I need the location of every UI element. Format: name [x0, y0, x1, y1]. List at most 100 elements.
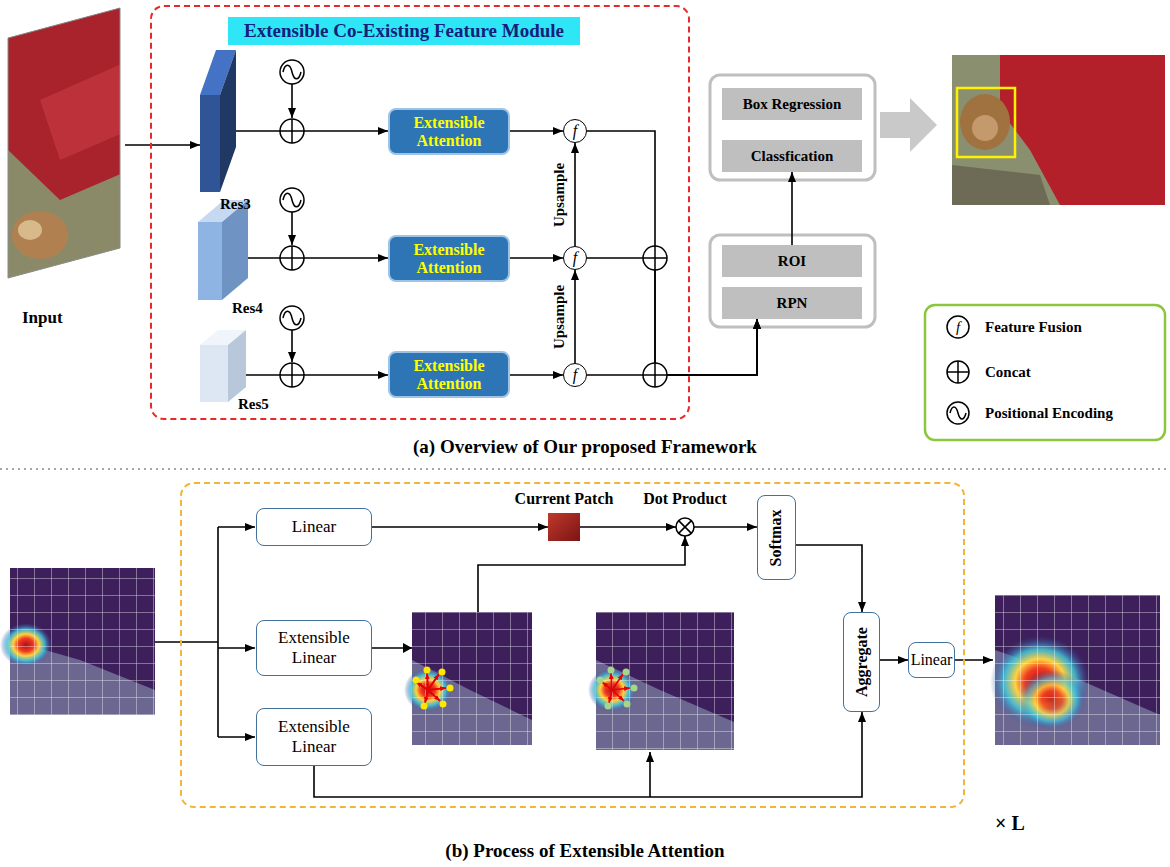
attention-box: Extensible Attention — [388, 235, 510, 282]
encoding-circle — [280, 306, 304, 330]
legend-fusion-sample — [947, 316, 969, 338]
legend-concat-plus — [947, 361, 969, 383]
connector — [574, 270, 576, 363]
legend-text: Feature Fusion — [985, 319, 1082, 336]
photo-couch — [952, 165, 1050, 205]
attention-group: × LLinearExtensible LinearExtensible Lin… — [180, 482, 965, 808]
output-map-arrow — [955, 659, 993, 661]
slab-front — [198, 222, 222, 300]
offset-arrow — [612, 674, 623, 690]
offset-arrow — [425, 690, 428, 703]
offset-arrows — [416, 673, 446, 703]
connector — [574, 143, 576, 246]
concat-circle — [643, 363, 667, 387]
slab-side — [222, 200, 248, 300]
connector — [510, 130, 563, 132]
connector — [248, 257, 388, 259]
attention-box: Extensible Attention — [388, 351, 510, 398]
sample-dot — [447, 685, 454, 692]
output-photo — [952, 55, 1165, 205]
legend-symbol-letter: f — [956, 320, 960, 335]
dot-product: Dot Product — [676, 518, 694, 536]
slab-front — [200, 95, 220, 192]
result-arrow — [880, 98, 937, 152]
photo-dog — [960, 94, 1010, 150]
module-group: Extensible Co-Existing Feature ModuleRes… — [150, 5, 690, 420]
legend-concat-sample — [947, 361, 969, 383]
offset-arrow — [428, 688, 446, 690]
sample-dot — [605, 703, 612, 710]
encoding-circle — [280, 60, 304, 84]
res5-slab — [200, 330, 246, 402]
edge-label: Upsample — [552, 284, 567, 348]
connector — [372, 526, 548, 528]
fusion-circle: f — [563, 363, 587, 387]
value-arrow — [649, 752, 651, 797]
encoding-arrow — [291, 330, 293, 362]
key-map-arrowhead — [403, 643, 412, 653]
concat-circle — [280, 119, 304, 143]
connector — [796, 545, 862, 612]
photo-dog — [12, 211, 68, 259]
offset-arrow — [609, 690, 612, 703]
res-block: Res5 — [200, 330, 246, 402]
input-branch — [155, 527, 218, 737]
map-grid — [412, 612, 532, 745]
sample-dot — [440, 701, 447, 708]
linear-box: Extensible Linear — [256, 708, 372, 766]
photo-dog-face — [18, 220, 42, 240]
dot-product-circle — [676, 518, 694, 536]
sample-dot — [631, 685, 638, 692]
linear-box: Extensible Linear — [256, 620, 372, 676]
map-grid — [995, 595, 1160, 745]
sample-dot — [413, 677, 420, 684]
dot-product-cross — [679, 521, 692, 534]
photo-ground — [952, 55, 1165, 205]
node-text: Input — [22, 308, 63, 328]
head-box: Box Regression — [722, 88, 862, 120]
encoding-wave — [283, 65, 301, 79]
photo-frame — [8, 8, 120, 278]
node-text: Extensible Co-Existing Feature Module — [228, 17, 580, 45]
concat-plus — [280, 246, 304, 270]
linear-box: Linear — [256, 508, 372, 546]
photo-shade — [40, 60, 130, 160]
slab-side — [228, 330, 246, 402]
input-branch-arrow — [218, 736, 255, 738]
offset-arrow — [428, 690, 440, 701]
node-text: Extensible Linear — [260, 628, 368, 667]
connector — [246, 374, 388, 376]
node-text: f — [573, 123, 577, 139]
res4-slab — [198, 200, 248, 300]
concat-circle — [643, 246, 667, 270]
encoding-arrow — [291, 84, 293, 118]
output-feature-map — [990, 595, 1160, 745]
connector — [236, 130, 388, 132]
sample-dot — [421, 703, 428, 710]
node-text: ROI — [778, 253, 806, 270]
res-block: Res3 — [200, 50, 236, 192]
node-text: Aggregate — [853, 627, 871, 697]
offset-arrow — [602, 682, 612, 690]
attention-box: Extensible Attention — [388, 108, 510, 155]
encoding-circle — [280, 188, 304, 212]
section-divider — [0, 468, 1170, 470]
concat-circle — [280, 363, 304, 387]
aggregate-box: Aggregate — [843, 612, 880, 712]
node-text: Box Regression — [743, 96, 841, 113]
concat-plus — [280, 363, 304, 387]
encoding-arrow — [291, 212, 293, 245]
connector — [791, 172, 793, 245]
fusion-circle: f — [563, 246, 587, 270]
res-block: Res4 — [198, 200, 248, 300]
figure-caption: (b) Process of Extensible Attention — [0, 840, 1170, 862]
offset-arrow — [612, 688, 630, 690]
sample-dot — [439, 669, 446, 676]
node-text: f — [573, 250, 577, 266]
photo-dog-face — [972, 115, 998, 141]
head-panel — [710, 75, 875, 180]
encoding-symbol — [280, 60, 304, 330]
proposal-box: ROI — [722, 245, 862, 277]
legend-text: Positional Encoding — [985, 405, 1113, 422]
